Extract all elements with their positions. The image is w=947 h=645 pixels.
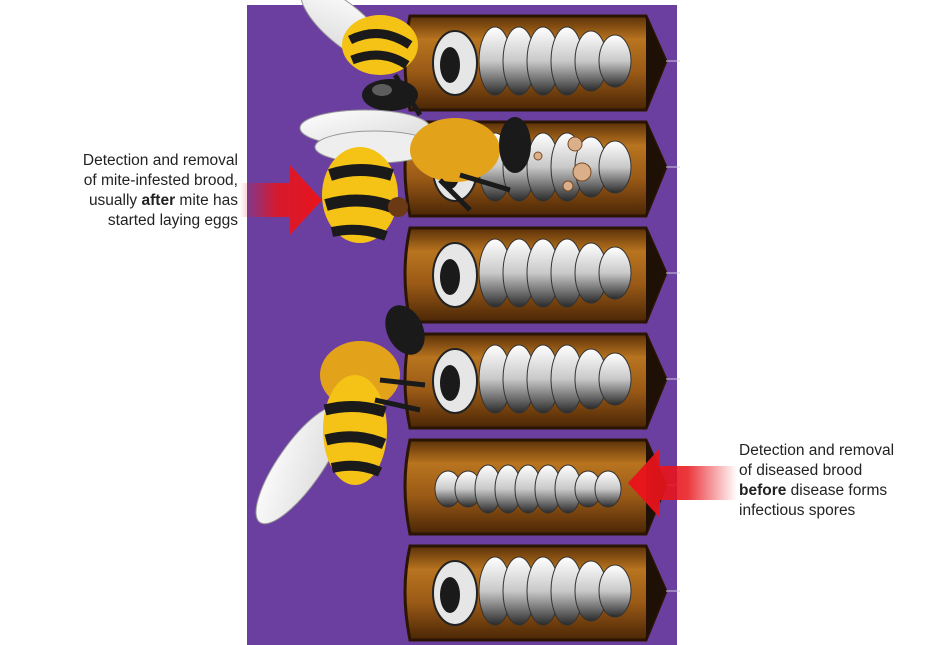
- caption-left-line2: of mite-infested brood,: [0, 171, 238, 191]
- caption-right-line1: Detection and removal: [739, 441, 944, 461]
- pupa-segment: [599, 247, 631, 299]
- caption-left-line4: started laying eggs: [0, 211, 238, 231]
- pupa-segment: [599, 353, 631, 405]
- pupa-eye: [440, 577, 460, 613]
- brood-cell: [405, 334, 680, 428]
- caption-mite-infested-brood: Detection and removal of mite-infested b…: [0, 151, 238, 231]
- mite: [568, 137, 582, 151]
- caption-left-line3-pre: usually: [89, 192, 142, 209]
- pupa-segment: [599, 35, 631, 87]
- pupa-eye: [440, 365, 460, 401]
- caption-left-bold: after: [142, 192, 176, 209]
- brood-cell: [405, 546, 680, 640]
- mite: [534, 152, 542, 160]
- pupa-segment: [599, 141, 631, 193]
- mite: [573, 163, 591, 181]
- caption-right-line3-post: disease forms: [786, 482, 887, 499]
- caption-left-line1: Detection and removal: [0, 151, 238, 171]
- pupa-eye: [440, 259, 460, 295]
- brood-cell: [405, 16, 680, 110]
- mite: [563, 181, 573, 191]
- brood-cell: [405, 228, 680, 322]
- pupa-eye: [440, 47, 460, 83]
- caption-left-line3-post: mite has: [175, 192, 238, 209]
- caption-diseased-brood: Detection and removal of diseased brood …: [739, 441, 944, 521]
- larva-segment: [595, 471, 621, 507]
- caption-right-bold: before: [739, 482, 786, 499]
- pupa-segment: [599, 565, 631, 617]
- caption-right-line4: infectious spores: [739, 501, 944, 521]
- caption-right-line2: of diseased brood: [739, 461, 944, 481]
